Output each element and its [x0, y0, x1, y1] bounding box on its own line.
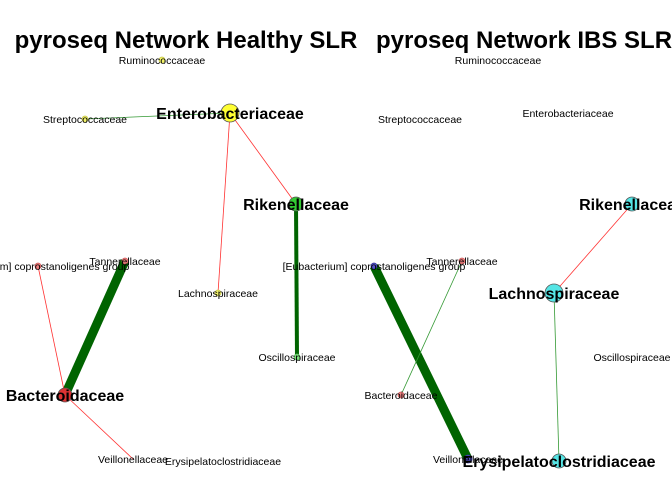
- panel-healthy: pyroseq Network Healthy SLR Ruminococcac…: [0, 27, 357, 468]
- node-vei: Veillonellaceae: [433, 454, 503, 466]
- node-label: Lachnospiraceae: [489, 286, 620, 303]
- node-marker: [34, 262, 42, 270]
- node-label: Veillonellaceae: [433, 454, 503, 466]
- node-ent: Enterobacteriaceae: [156, 103, 304, 123]
- node-marker: [214, 289, 222, 297]
- edge-cop-bac: [37, 265, 66, 396]
- node-label: Bacteroidaceae: [365, 390, 438, 402]
- edge-layer: [37, 112, 299, 460]
- node-label: Streptococcaceae: [43, 114, 127, 126]
- node-marker: [624, 196, 640, 212]
- node-bac: Bacteroidaceae: [6, 387, 124, 405]
- edge-cop-vei: [369, 264, 473, 461]
- node-marker: [158, 56, 166, 64]
- node-marker: [293, 353, 301, 361]
- node-tan: Tannerellaceae: [89, 256, 160, 268]
- node-marker: [288, 196, 304, 212]
- node-label: Enterobacteriaceae: [522, 108, 613, 120]
- node-label: Oscillospiraceae: [258, 352, 335, 364]
- node-label: Lachnospiraceae: [178, 288, 258, 300]
- node-str: Streptococcaceae: [43, 114, 127, 126]
- node-lac: Lachnospiraceae: [489, 283, 620, 303]
- node-osc: Oscillospiraceae: [593, 352, 670, 364]
- node-marker: [121, 257, 129, 265]
- edge-bac-vei: [64, 394, 134, 460]
- edge-tan-bac: [60, 259, 130, 397]
- node-marker: [463, 454, 473, 464]
- node-label: Veillonellaceae: [98, 454, 168, 466]
- panel-title: pyroseq Network Healthy SLR: [15, 27, 358, 54]
- node-label: Oscillospiraceae: [593, 352, 670, 364]
- node-osc: Oscillospiraceae: [258, 352, 335, 364]
- node-rum: Ruminococcaceae: [119, 55, 206, 67]
- node-bac: Bacteroidaceae: [365, 390, 438, 402]
- node-vei: Veillonellaceae: [98, 454, 168, 466]
- node-label: [Eubacterium] coprostanoligenes group: [283, 261, 466, 273]
- node-label: Bacteroidaceae: [6, 388, 124, 405]
- node-label: Rikenellaceae: [579, 197, 672, 214]
- node-label: Ruminococcaceae: [119, 55, 206, 67]
- node-label: Enterobacteriaceae: [156, 106, 304, 123]
- node-cop: [Eubacterium] coprostanoligenes group: [0, 261, 130, 273]
- node-marker: [544, 283, 564, 303]
- panel-title: pyroseq Network IBS SLR: [376, 27, 672, 54]
- edge-tan-bac: [400, 260, 463, 396]
- node-lac: Lachnospiraceae: [178, 288, 258, 300]
- node-label: Tannerellaceae: [89, 256, 160, 268]
- node-marker: [220, 103, 240, 123]
- node-marker: [81, 115, 89, 123]
- node-marker: [551, 453, 567, 469]
- node-rik: Rikenellaceae: [579, 196, 672, 214]
- node-label: Tannerellaceae: [426, 256, 497, 268]
- node-layer: RuminococcaceaeEnterobacteriaceaeStrepto…: [283, 55, 672, 471]
- node-label: Streptococcaceae: [378, 114, 462, 126]
- node-rik: Rikenellaceae: [243, 196, 349, 214]
- node-marker: [458, 257, 466, 265]
- node-label: Erysipelatoclostridiaceae: [463, 454, 656, 471]
- edge-rik-osc: [294, 203, 299, 358]
- node-label: Rikenellaceae: [243, 197, 349, 214]
- node-str: Streptococcaceae: [378, 114, 462, 126]
- node-marker: [57, 387, 73, 403]
- node-tan: Tannerellaceae: [426, 256, 497, 268]
- node-rum: Ruminococcaceae: [455, 55, 542, 67]
- node-marker: [397, 391, 405, 399]
- node-label: [Eubacterium] coprostanoligenes group: [0, 261, 130, 273]
- node-ery: Erysipelatoclostridiaceae: [463, 453, 656, 471]
- edge-layer: [369, 203, 633, 462]
- edge-ent-rik: [229, 112, 297, 205]
- panel-ibs: pyroseq Network IBS SLR RuminococcaceaeE…: [283, 27, 672, 471]
- edge-str-ent: [84, 112, 231, 120]
- node-label: Ruminococcaceae: [455, 55, 542, 67]
- node-ery: Erysipelatoclostridiaceae: [165, 456, 281, 468]
- node-cop: [Eubacterium] coprostanoligenes group: [283, 261, 466, 273]
- node-label: Erysipelatoclostridiaceae: [165, 456, 281, 468]
- edge-ent-lac: [217, 112, 231, 294]
- edge-lac-ery: [553, 292, 560, 462]
- edge-rik-lac: [553, 203, 633, 294]
- node-ent: Enterobacteriaceae: [522, 108, 613, 120]
- node-marker: [370, 262, 378, 270]
